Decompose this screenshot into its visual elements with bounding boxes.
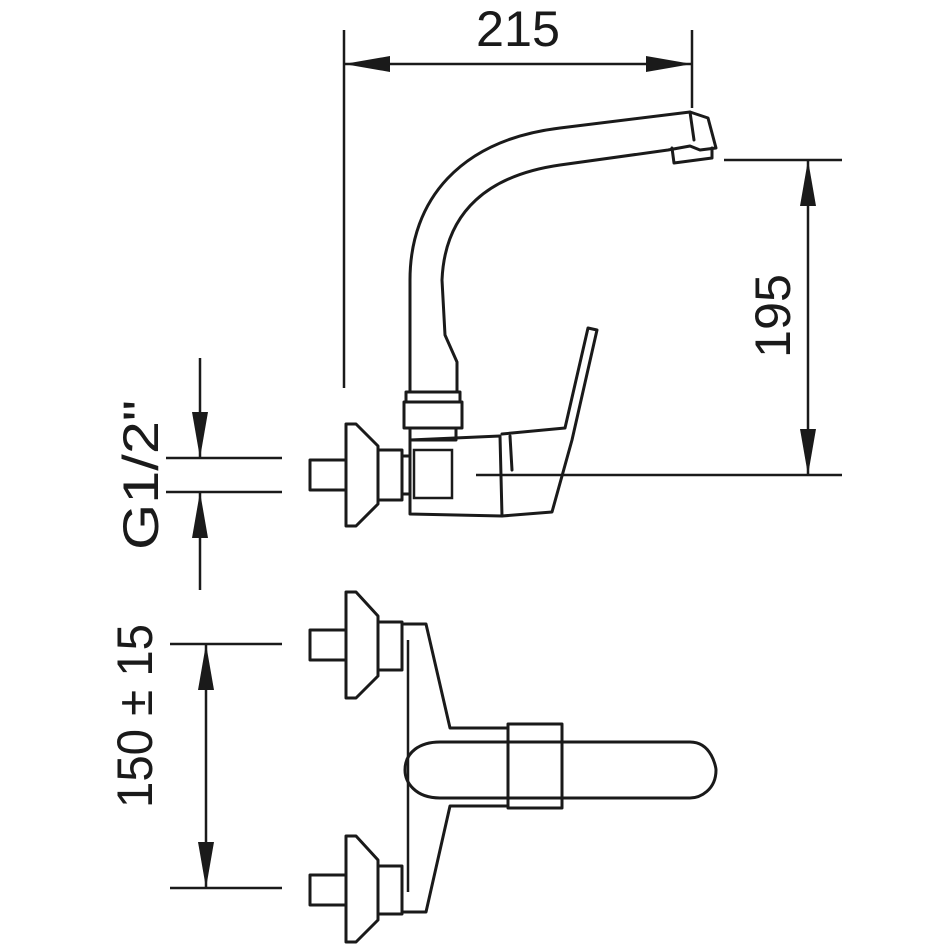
- upper-flange: [344, 590, 380, 700]
- dimension-width: 215: [342, 1, 694, 388]
- flange-cover: [344, 422, 380, 528]
- top-lever-collar: [506, 722, 564, 810]
- union-nut: [376, 448, 412, 502]
- faucet-top-view: [308, 590, 718, 944]
- spout-tip-detail: [688, 110, 696, 142]
- lever-base: [508, 434, 514, 472]
- upper-nut: [376, 620, 404, 672]
- eccentric-stub: [308, 458, 348, 492]
- dimension-spacing-label: 150 ± 15: [107, 624, 163, 808]
- dimension-spacing: 150 ± 15: [107, 624, 282, 890]
- spout-outline: [408, 110, 718, 394]
- dimension-thread: G1/2": [113, 358, 282, 590]
- dimension-width-label: 215: [476, 1, 560, 57]
- lower-eccentric-stub: [308, 873, 348, 907]
- upper-eccentric-stub: [308, 628, 348, 662]
- faucet-side-view: [308, 110, 842, 528]
- lower-flange: [344, 834, 380, 944]
- top-body: [400, 622, 510, 914]
- lower-nut: [376, 864, 404, 916]
- inner-nut-detail: [412, 448, 454, 500]
- top-lever: [403, 740, 718, 800]
- lever-handle: [500, 326, 599, 518]
- dimension-height: 195: [724, 158, 842, 475]
- dimension-height-label: 195: [745, 274, 801, 358]
- spout-collar: [402, 390, 464, 442]
- dimension-thread-label: G1/2": [113, 400, 169, 550]
- spout-aerator: [670, 146, 714, 165]
